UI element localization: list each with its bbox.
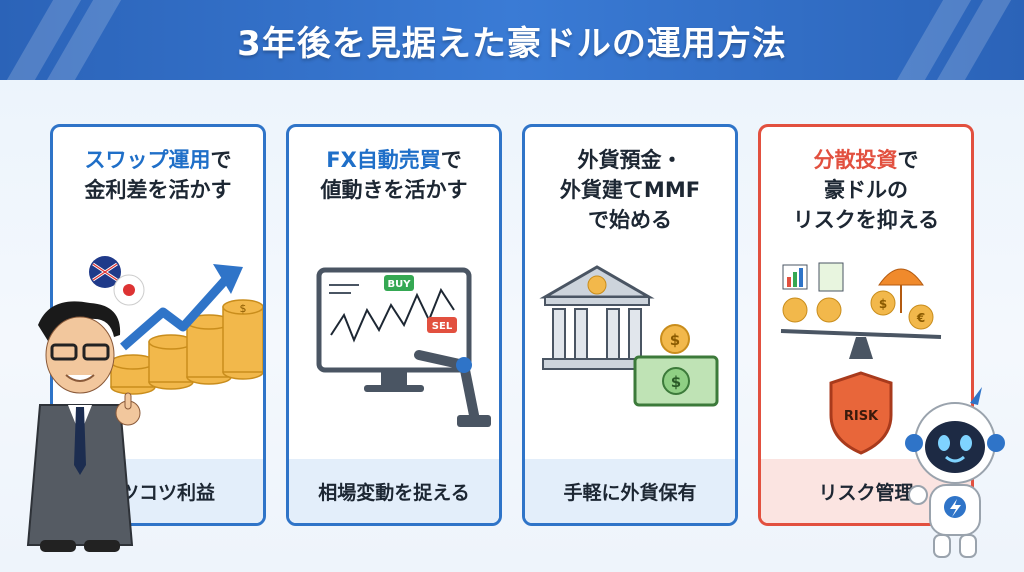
document-icon [818,262,844,292]
coins-growth-illustration: $ [89,256,263,395]
card-swap-heading: スワップ運用で 金利差を活かす [84,148,232,202]
page-title: 3年後を見据えた豪ドルの運用方法 [237,23,787,64]
tie-icon [74,407,86,475]
card-fx-footer: 相場変動を捉える [289,459,499,523]
sell-badge [427,317,457,333]
umbrella-icon [878,268,924,286]
svg-text:€: € [916,311,925,325]
card-fx-heading: FX自動売買で 値動きを活かす [320,148,468,202]
dollar-coin-icon [660,324,690,354]
svg-text:SEL: SEL [432,321,453,332]
svg-text:$: $ [671,373,681,391]
svg-text:$: $ [879,297,887,311]
svg-text:$: $ [670,331,680,349]
balance-scale-icon [780,329,942,339]
trading-monitor-illustration: BUY SEL [316,267,491,427]
buy-badge [384,275,414,291]
svg-text:BUY: BUY [388,279,412,290]
euro-coin-icon [908,304,934,330]
title-banner: 3年後を見据えた豪ドルの運用方法 [0,0,1024,80]
robot-mascot [905,387,1005,558]
card-deposit-heading: 外貨預金・ 外貨建てMMF で始める [559,148,701,232]
card-deposit: 外貨預金・ 外貨建てMMF で始める $ $ 手軽に外貨保有 [522,124,738,526]
balance-shield-illustration: $ € RISK [780,262,942,455]
card-deposit-footer: 手軽に外貨保有 [525,459,735,523]
card-swap: スワップ運用で 金利差を活かす $ コツコツ利益 [50,124,266,526]
bank-money-illustration: $ $ [539,265,719,407]
svg-text:RISK: RISK [844,409,879,424]
businessman-mascot [26,301,141,552]
svg-text:$: $ [240,302,247,315]
shield-icon [829,371,893,455]
dollar-coin-icon [870,290,896,316]
card-diversify-heading: 分散投資で 豪ドルの リスクを抑える [792,148,940,232]
card-fx-auto: FX自動売買で 値動きを活かす BUY SEL 相場変動を捉える [286,124,502,526]
